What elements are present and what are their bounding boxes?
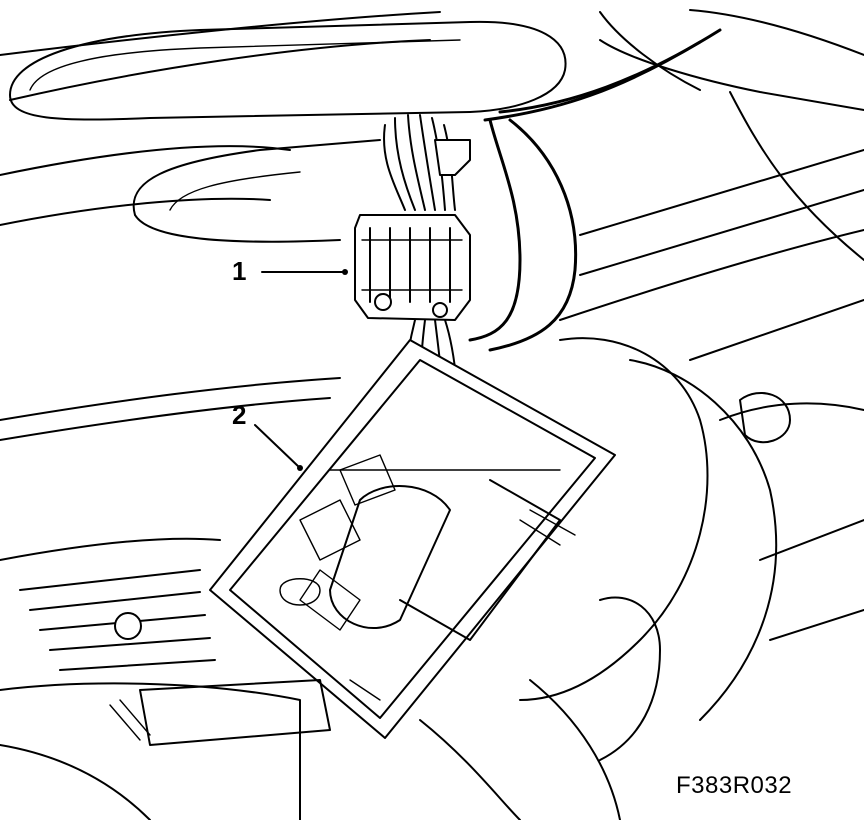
steering-area bbox=[419, 299, 864, 820]
callout-label-1: 1 bbox=[232, 256, 247, 286]
wire-bundle bbox=[383, 114, 471, 211]
figure-code: F383R032 bbox=[676, 772, 793, 799]
leader-line-2 bbox=[254, 424, 303, 471]
leader-line-1 bbox=[261, 269, 348, 275]
cable-loop bbox=[468, 28, 722, 352]
sun-visor bbox=[132, 139, 381, 243]
callout-label-2: 2 bbox=[232, 400, 247, 430]
roof-lines bbox=[0, 9, 864, 226]
connector-block bbox=[354, 214, 471, 321]
rear-view-mirror bbox=[9, 20, 567, 121]
lamp-housing bbox=[209, 339, 616, 739]
dashboard-vents bbox=[0, 377, 341, 820]
a-pillar-trim bbox=[559, 39, 864, 321]
